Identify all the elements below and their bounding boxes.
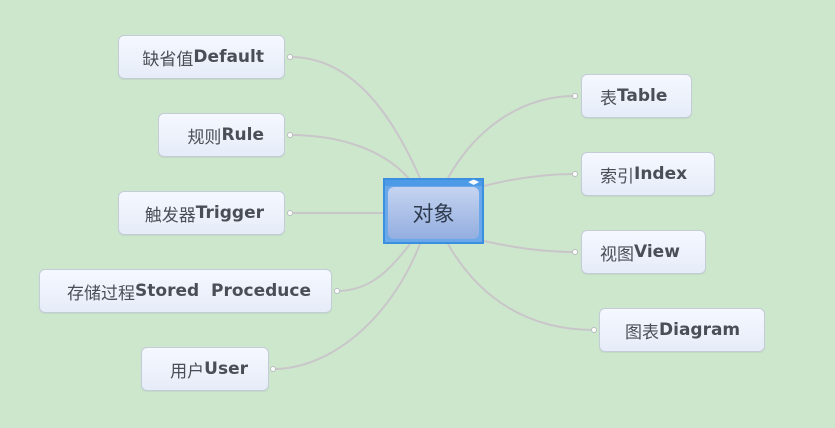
node-diagram-cn: 图表 <box>625 322 659 343</box>
link-view <box>483 240 576 253</box>
connector-dot[interactable] <box>287 132 293 138</box>
link-stored-procedure <box>336 243 411 292</box>
collapse-arrows-icon[interactable]: ◀▶ <box>468 178 479 186</box>
connector-dot[interactable] <box>287 54 293 60</box>
node-user-cn: 用户 <box>170 361 205 382</box>
node-view-cn: 视图 <box>600 244 634 265</box>
node-default-en: Default <box>193 47 264 67</box>
root-node-title-bar <box>385 180 482 186</box>
link-default <box>289 56 421 179</box>
root-node-label: 对象 <box>412 202 455 226</box>
link-user <box>272 243 421 370</box>
connector-dot[interactable] <box>287 210 293 216</box>
node-trigger-en: Trigger <box>195 203 264 223</box>
node-trigger-cn: 触发器 <box>144 205 196 226</box>
root-node[interactable]: 对象 <box>388 187 479 239</box>
link-rule <box>289 134 411 181</box>
root-node-frame[interactable]: ◀▶ 对象 <box>383 178 484 244</box>
node-index-en: Index <box>634 164 688 184</box>
node-table-en: Table <box>617 86 668 106</box>
node-rule-cn: 规则 <box>187 127 222 148</box>
connector-dot[interactable] <box>572 249 578 255</box>
connector-dot[interactable] <box>270 366 276 372</box>
node-stored-procedure-cn: 存储过程 <box>67 283 136 304</box>
node-user-en: User <box>204 359 248 379</box>
node-view-en: View <box>634 242 680 262</box>
node-diagram-en: Diagram <box>659 320 741 340</box>
connector-dot[interactable] <box>572 93 578 99</box>
node-stored-procedure-en: Stored Proceduce <box>135 281 311 301</box>
connector-dot[interactable] <box>572 171 578 177</box>
node-table-cn: 表 <box>600 88 617 109</box>
connector-dot[interactable] <box>591 327 597 333</box>
node-index-cn: 索引 <box>600 166 634 187</box>
link-index <box>483 173 576 187</box>
node-rule-en: Rule <box>221 125 264 145</box>
link-diagram <box>447 243 595 331</box>
connector-dot[interactable] <box>334 288 340 294</box>
node-default-cn: 缺省值 <box>142 49 194 70</box>
link-table <box>447 95 576 179</box>
